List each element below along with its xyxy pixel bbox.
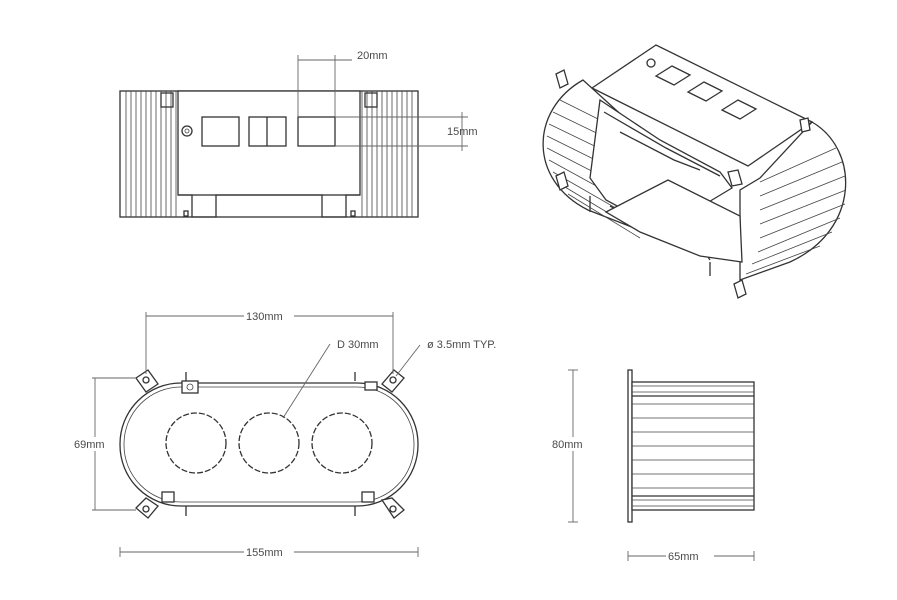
dim-overall-length: 155mm [246, 547, 283, 559]
side-view [568, 369, 755, 561]
front-elevation-view [119, 55, 468, 218]
dim-fixing-hole: ø 3.5mm TYP. [427, 339, 496, 351]
dim-hole-diameter: D 30mm [337, 339, 379, 351]
plan-view [92, 312, 421, 557]
dim-top-opening-height: 15mm [447, 126, 478, 138]
dim-hole-spacing: 130mm [246, 311, 283, 323]
dim-side-depth: 65mm [668, 551, 699, 563]
dim-depth-inner: 69mm [74, 439, 105, 451]
isometric-view [542, 44, 847, 299]
dim-height: 80mm [552, 439, 583, 451]
dim-top-opening-width: 20mm [357, 50, 388, 62]
